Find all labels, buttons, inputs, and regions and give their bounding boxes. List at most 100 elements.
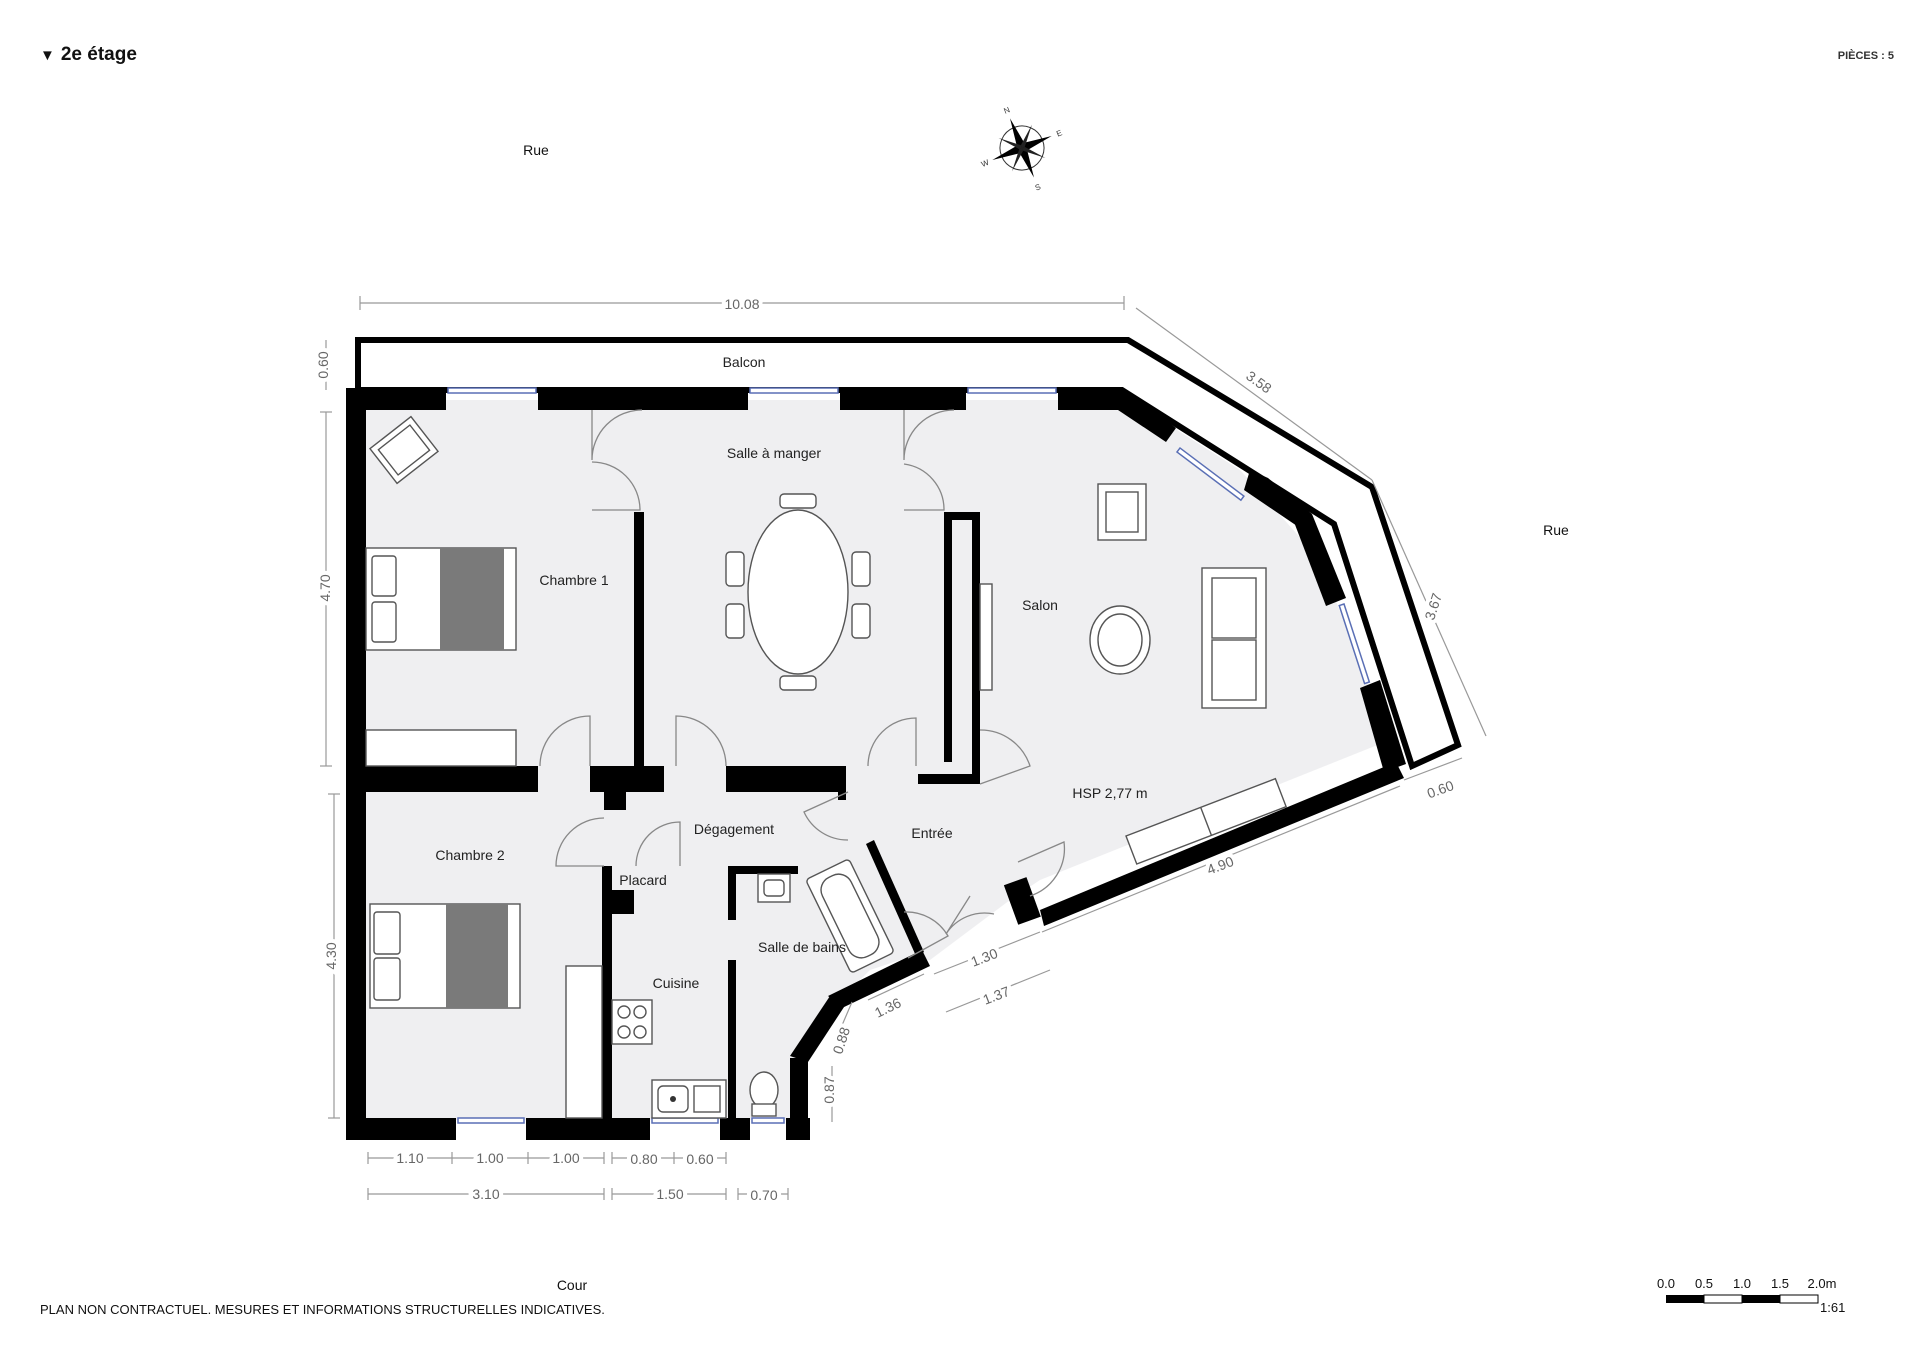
dim-bottom-1-10: 1.10 — [396, 1150, 423, 1166]
washbasin-icon — [757, 873, 791, 903]
furniture — [365, 415, 1288, 1119]
wall — [728, 960, 736, 1120]
dim-left-top: 4.70 — [317, 574, 333, 601]
dining-table-icon — [725, 493, 871, 691]
floor-title[interactable]: ▼ 2e étage — [40, 44, 137, 66]
wall — [944, 512, 952, 762]
window — [447, 387, 537, 394]
armchair-icon — [368, 415, 440, 485]
sink-drain — [670, 1096, 676, 1102]
wall — [866, 840, 924, 956]
room-label-hsp: HSP 2,77 m — [1072, 785, 1147, 801]
window — [457, 1117, 525, 1124]
door-swing — [979, 729, 1031, 785]
compass-n: N — [1002, 105, 1011, 116]
wall — [972, 512, 980, 782]
window — [1338, 603, 1371, 685]
disclaimer: PLAN NON CONTRACTUEL. MESURES ET INFORMA… — [40, 1302, 605, 1317]
room-labels: Balcon Salle à manger Chambre 1 Salon HS… — [435, 354, 1147, 991]
wall — [828, 950, 930, 1008]
wall — [720, 1118, 750, 1140]
wall — [918, 774, 980, 784]
dim-bath-1: 1.36 — [872, 994, 904, 1020]
wall — [790, 996, 846, 1062]
wall — [1058, 388, 1120, 410]
door-swing — [635, 821, 681, 867]
scale-bar: 0.0 0.5 1.0 1.5 2.0m 1:61 — [1657, 1276, 1845, 1315]
dim-angled-top: 3.58 — [1243, 367, 1275, 396]
street-label-north: Rue — [523, 142, 549, 158]
dim-bottom-1-00a: 1.00 — [476, 1150, 503, 1166]
wall — [604, 766, 626, 810]
street-labels: Rue Rue Cour — [523, 142, 1569, 1293]
door-swing — [903, 409, 955, 461]
floor-title-text: 2e étage — [60, 44, 137, 65]
room-label-chambre2: Chambre 2 — [435, 847, 504, 863]
compass-w: W — [980, 158, 991, 169]
wall — [1294, 514, 1346, 606]
scale-tick-label: 0.0 — [1657, 1276, 1675, 1291]
door-swing — [591, 461, 641, 511]
room-label-placard: Placard — [619, 872, 666, 888]
compass-e: E — [1055, 128, 1063, 138]
wardrobe — [565, 965, 603, 1119]
window — [651, 1117, 719, 1124]
room-label-chambre1: Chambre 1 — [539, 572, 608, 588]
room-label-cuisine: Cuisine — [653, 975, 700, 991]
dim-balcony-depth: 0.60 — [315, 351, 331, 378]
dim-bath-2: 0.88 — [829, 1025, 853, 1056]
sideboard — [1125, 777, 1288, 865]
wall — [726, 766, 846, 792]
armchair-icon — [1097, 483, 1147, 541]
dim-angled-right: 3.67 — [1421, 591, 1445, 622]
room-label-salle-de-bains: Salle de bains — [758, 939, 846, 955]
door-swing — [803, 791, 849, 841]
stove-icon — [611, 999, 653, 1045]
wall — [526, 1118, 610, 1140]
scale-tick-label: 0.5 — [1695, 1276, 1713, 1291]
cabinet — [979, 583, 993, 691]
collapse-triangle-icon[interactable]: ▼ — [40, 47, 55, 64]
door-swing — [1017, 841, 1066, 897]
bed-icon — [365, 547, 517, 651]
wall — [538, 388, 748, 410]
window — [967, 387, 1057, 394]
wall — [366, 766, 538, 792]
room-label-balcon: Balcon — [723, 354, 766, 370]
window — [749, 387, 839, 394]
wall — [786, 1118, 810, 1140]
wall — [840, 388, 966, 410]
street-label-east: Rue — [1543, 522, 1569, 538]
door-swing — [539, 715, 591, 767]
door-swing — [903, 911, 949, 959]
wall — [838, 786, 846, 800]
wall — [1040, 762, 1404, 926]
wall — [1118, 388, 1176, 442]
dim-bottom-0-70: 0.70 — [750, 1187, 777, 1203]
scale-segment — [1666, 1295, 1704, 1303]
bathtub-icon — [806, 859, 894, 973]
wardrobe — [365, 729, 517, 767]
room-label-salle-a-manger: Salle à manger — [727, 445, 822, 461]
toilet-icon — [749, 1071, 779, 1117]
door-swing — [903, 463, 945, 511]
compass-icon: N S E W — [980, 105, 1064, 192]
bed-icon — [369, 903, 521, 1009]
bed-cover — [440, 548, 504, 650]
dim-bottom-1-00b: 1.00 — [552, 1150, 579, 1166]
wall — [1244, 470, 1312, 528]
wall — [610, 1118, 650, 1140]
wall — [602, 866, 612, 1120]
scale-ratio: 1:61 — [1820, 1300, 1845, 1315]
windows — [447, 387, 1371, 1124]
scale-tick-label: 1.5 — [1771, 1276, 1789, 1291]
floor-surfaces — [366, 400, 1390, 1120]
wall — [728, 866, 736, 920]
round-table-icon — [1089, 605, 1151, 675]
wall — [944, 512, 980, 520]
scale-segment — [1703, 1294, 1743, 1304]
street-label-south: Cour — [557, 1277, 588, 1293]
wall — [346, 388, 446, 410]
dim-door-1: 1.30 — [969, 945, 1000, 970]
